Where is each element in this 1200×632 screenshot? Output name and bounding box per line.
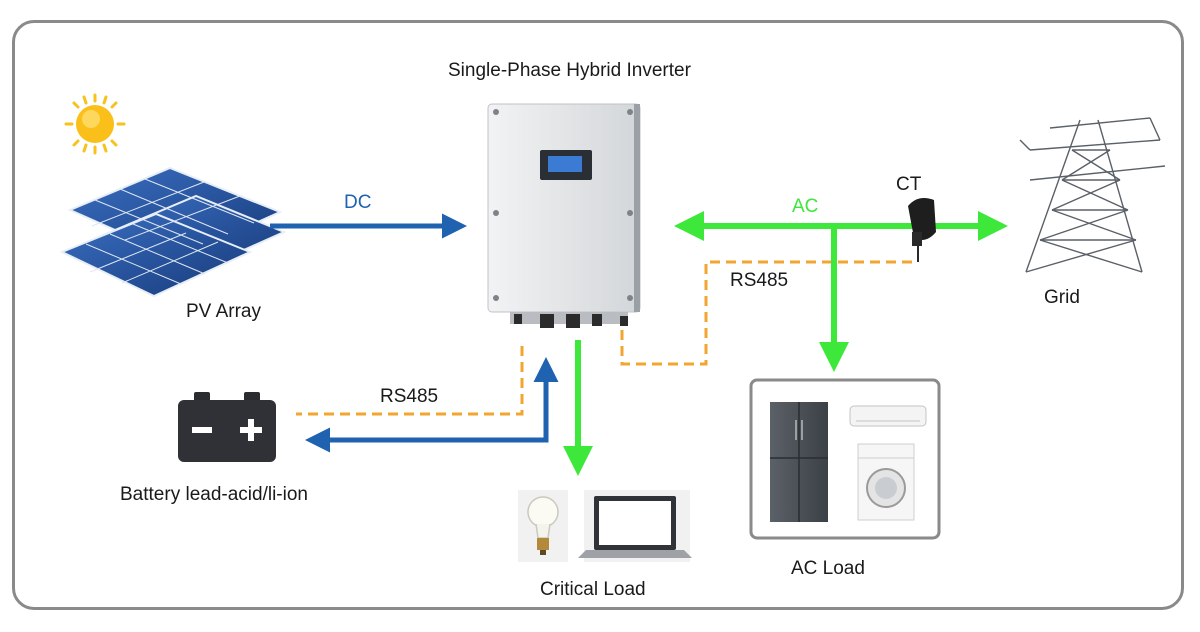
rs485-grid-line — [620, 260, 918, 366]
critical-load-label: Critical Load — [540, 579, 646, 600]
battery-label: Battery lead-acid/li-ion — [120, 484, 308, 505]
refrigerator-icon — [770, 402, 828, 522]
diagram-title: Single-Phase Hybrid Inverter — [448, 60, 691, 81]
air-conditioner-icon — [849, 405, 927, 427]
inverter-icon — [487, 103, 641, 328]
rs485-battery-label: RS485 — [380, 386, 439, 407]
bulb-icon — [518, 490, 568, 562]
washing-machine-icon — [857, 443, 915, 521]
solar-panel-icon — [59, 166, 287, 298]
rs485-grid-label: RS485 — [730, 270, 789, 291]
sun-icon — [64, 93, 126, 155]
ct-label: CT — [896, 174, 922, 195]
ct-clamp-icon — [908, 198, 936, 262]
rs485-battery-line — [296, 346, 524, 416]
battery-icon — [178, 392, 276, 462]
ac-label: AC — [792, 196, 819, 217]
ac-load-label: AC Load — [791, 558, 865, 579]
pylon-icon — [1019, 117, 1166, 273]
pv-array-label: PV Array — [186, 301, 261, 322]
diagram-frame — [12, 20, 1184, 610]
dc-label: DC — [344, 192, 372, 213]
laptop-icon — [578, 490, 692, 562]
grid-label: Grid — [1044, 287, 1080, 308]
